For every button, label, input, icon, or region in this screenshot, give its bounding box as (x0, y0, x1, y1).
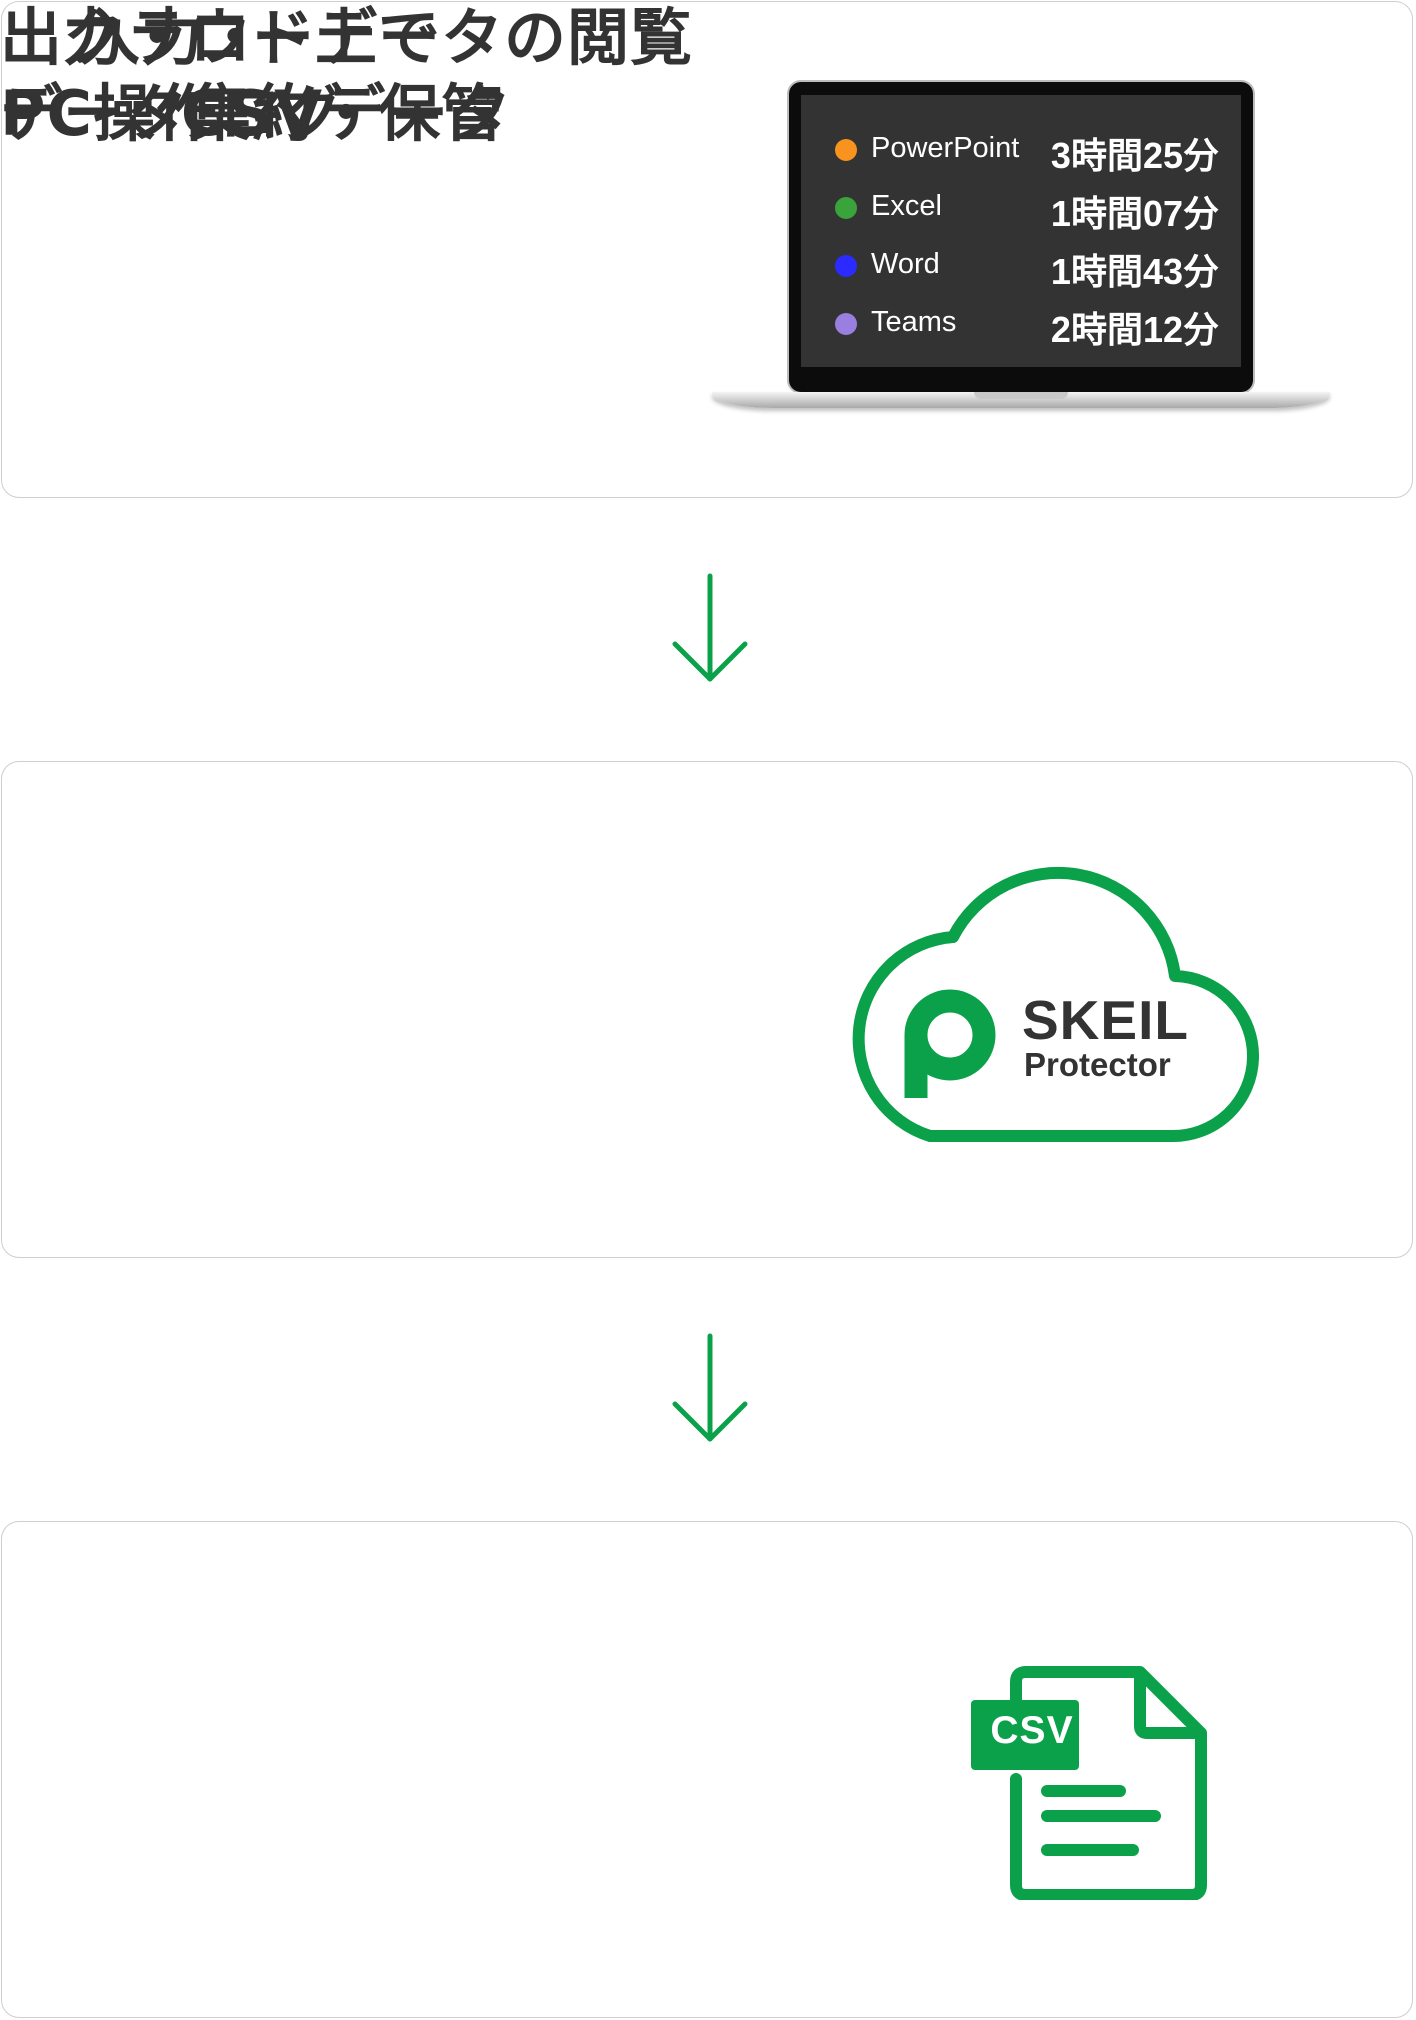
usage-app-name: Teams (871, 306, 957, 338)
cloud-icon (852, 866, 1259, 1143)
laptop-icon: PowerPoint 3時間25分 Excel 1時間07分 Word 1時間4… (712, 80, 1330, 416)
usage-screen: PowerPoint 3時間25分 Excel 1時間07分 Word 1時間4… (801, 95, 1241, 367)
usage-row: Word 1時間43分 (801, 239, 1241, 292)
laptop-notch (974, 392, 1068, 399)
step-title-line: 入力・ (77, 1, 267, 74)
skeil-logo-icon (904, 989, 996, 1098)
usage-time: 3時間25分 (1050, 135, 1219, 176)
arrow-down-icon (672, 573, 748, 682)
step-title-input: 入力・ PC操作ログ (0, 0, 345, 152)
status-dot (835, 139, 857, 161)
step-title-output: 出力・ローデータの閲覧 CSVデータ (0, 0, 693, 152)
step-title-line: クラウド上で (63, 1, 442, 74)
usage-app-name: PowerPoint (871, 132, 1020, 164)
usage-row: Excel 1時間07分 (801, 181, 1241, 234)
usage-app-name: Excel (871, 190, 942, 222)
brand-subtitle: Protector (1024, 1046, 1171, 1083)
laptop-base (712, 392, 1330, 408)
step-card-output (1, 1521, 1413, 2018)
step-title-line: 出力・ローデータの閲覧 (0, 1, 694, 74)
usage-time: 1時間07分 (1050, 193, 1219, 234)
status-dot (835, 197, 857, 219)
step-title-line: CSVデータ (180, 77, 513, 150)
step-card-cloud (1, 761, 1413, 1258)
status-dot (835, 313, 857, 335)
usage-row: Teams 2時間12分 (801, 297, 1241, 350)
brand-name: SKEIL (1022, 989, 1189, 1051)
status-dot (835, 255, 857, 277)
usage-time: 1時間43分 (1050, 251, 1219, 292)
step-title-cloud: クラウド上で データ集約・保管 (0, 0, 504, 152)
usage-row: PowerPoint 3時間25分 (801, 123, 1241, 176)
usage-time: 2時間12分 (1050, 309, 1219, 350)
csv-file-icon (971, 1666, 1207, 1900)
laptop-bezel: PowerPoint 3時間25分 Excel 1時間07分 Word 1時間4… (787, 80, 1255, 394)
csv-file-label: CSV (990, 1709, 1074, 1752)
step-title-line: データ集約・保管 (0, 77, 505, 150)
usage-app-name: Word (871, 248, 940, 280)
step-title-line: PC操作ログ (0, 77, 345, 150)
arrow-down-icon (672, 1333, 748, 1442)
